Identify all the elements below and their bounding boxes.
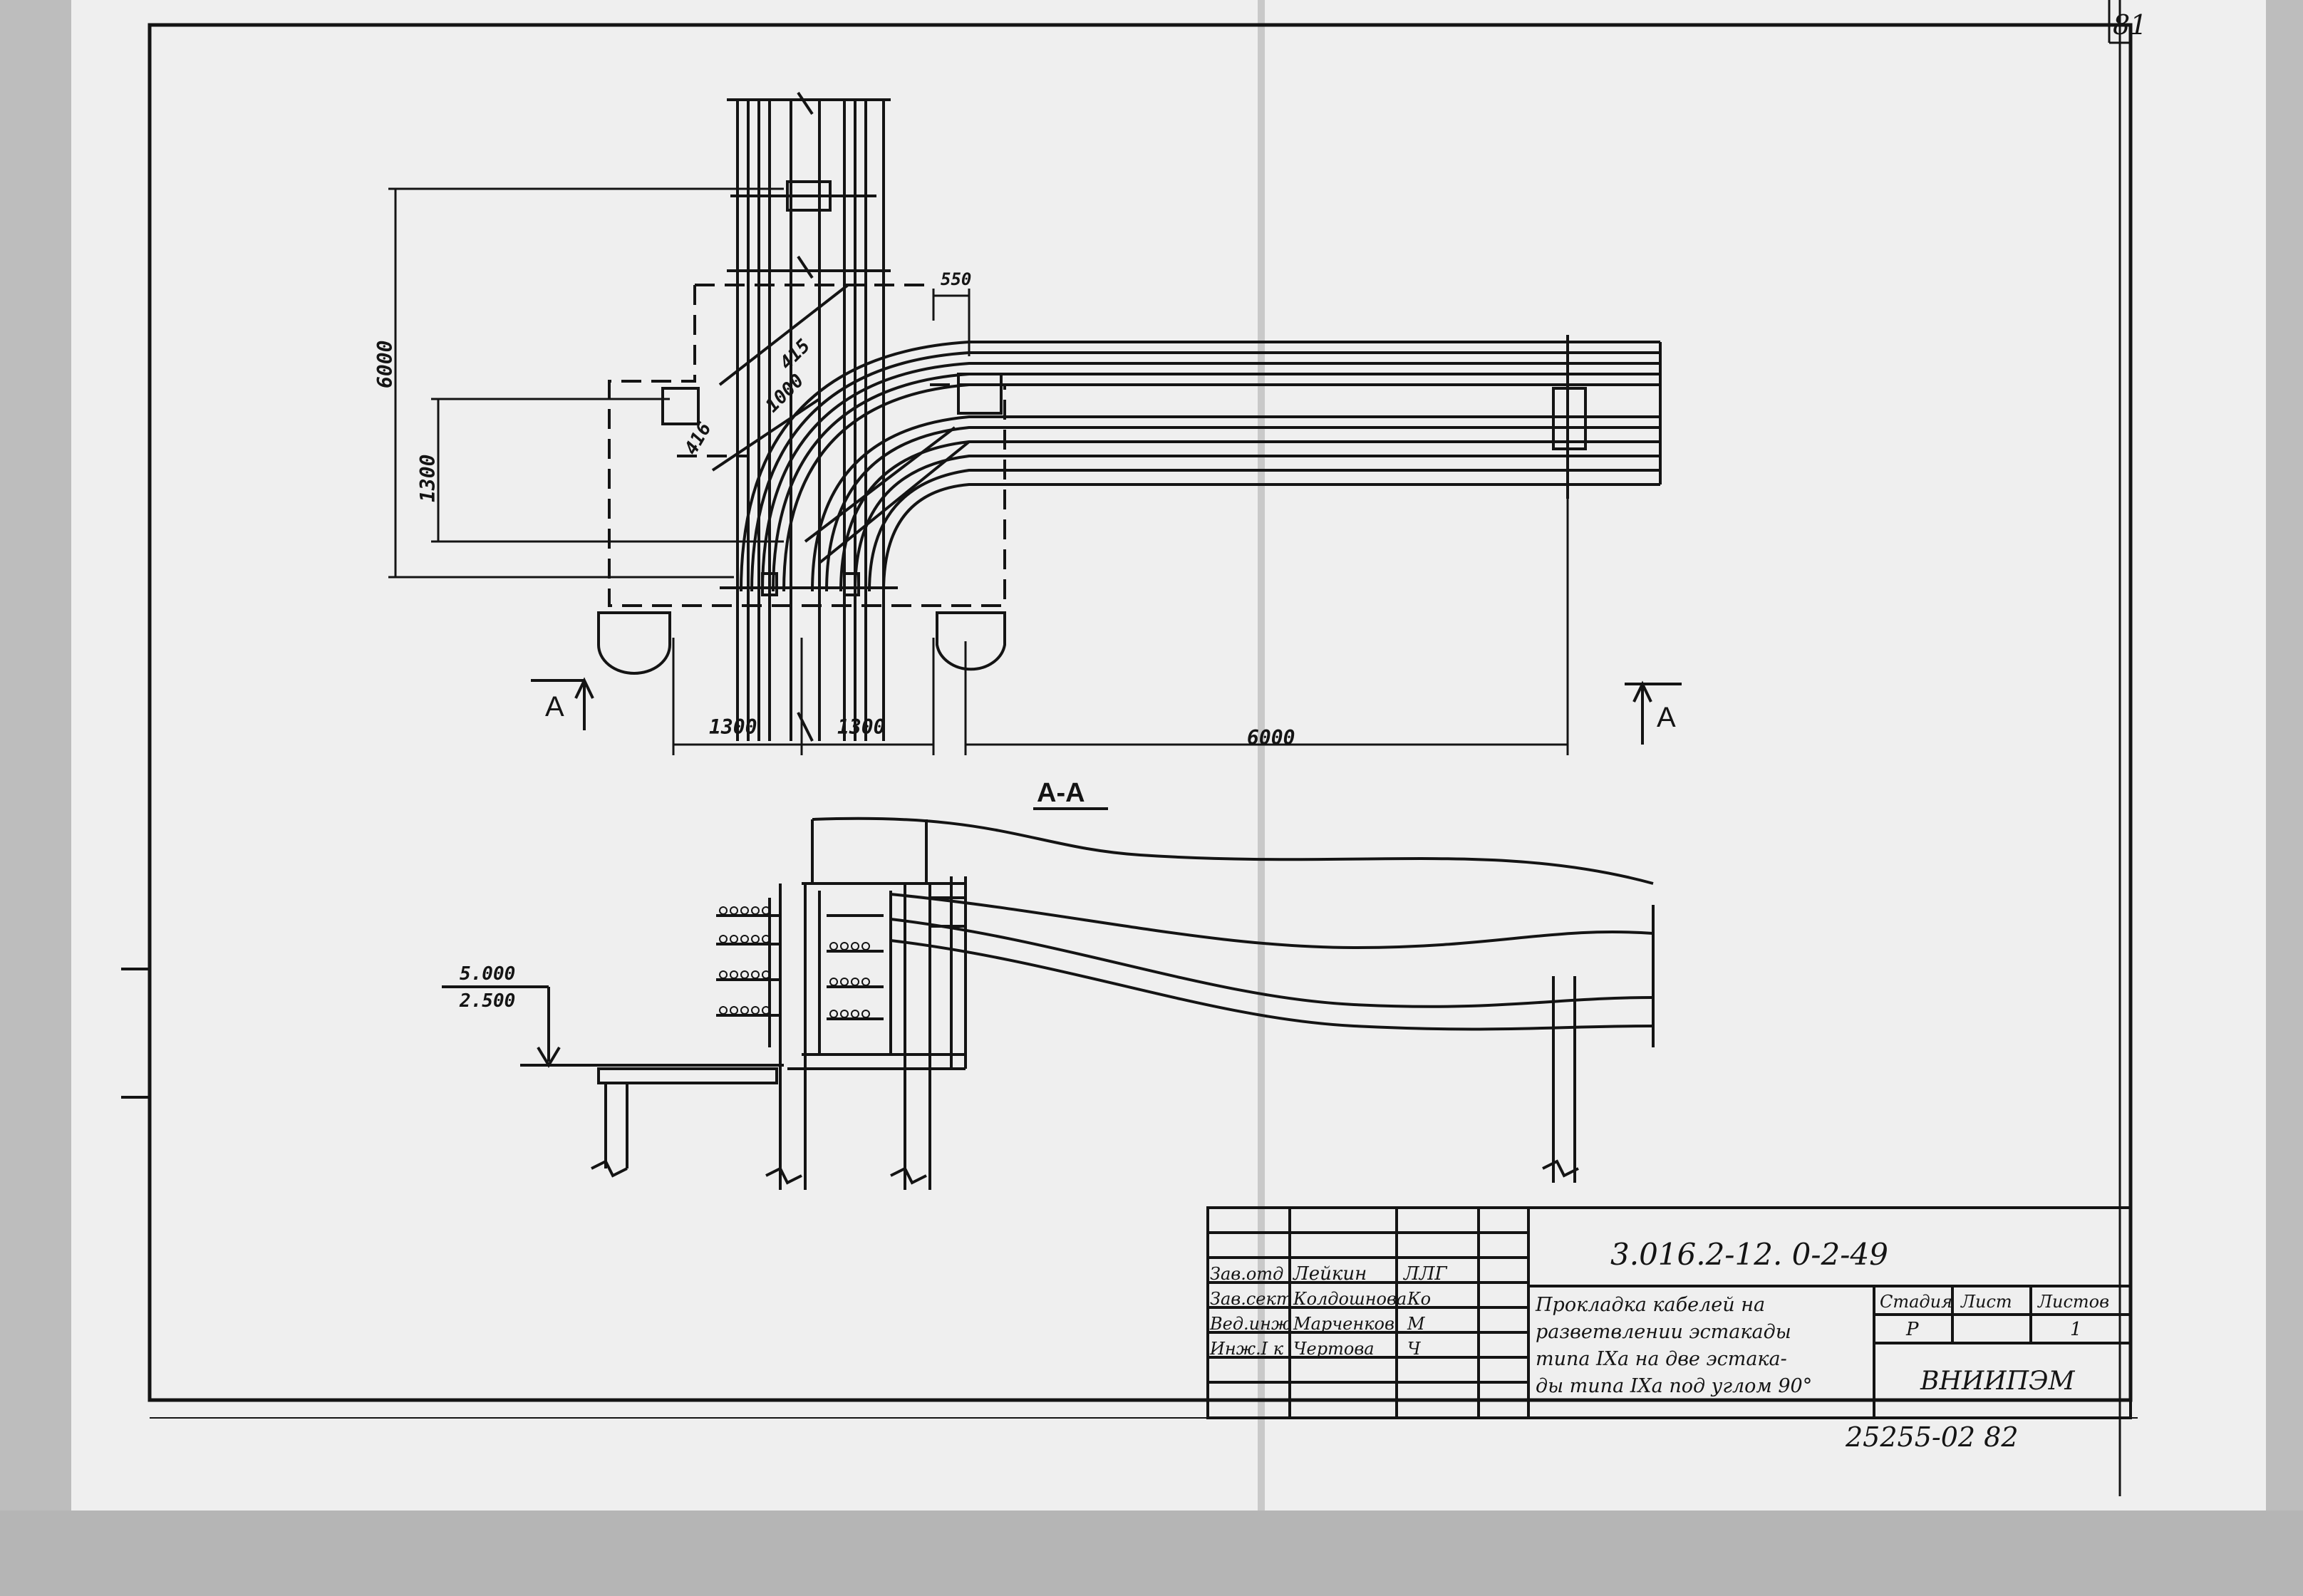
vertical-trestle (727, 91, 891, 742)
sig-role-3: Вед.инж (1209, 1314, 1291, 1334)
dim-6000-vertical: 6000 (373, 341, 397, 388)
sig-role-1: Зав.отд (1210, 1264, 1283, 1284)
ground-platform (520, 1064, 784, 1168)
paper (71, 0, 2266, 1510)
section-title: А-А (1037, 778, 1085, 808)
sig-name-4: Чертова (1293, 1339, 1375, 1359)
right-foundation (936, 611, 1006, 671)
sig-sign-2: Ко (1407, 1289, 1431, 1309)
elevation-mark (442, 985, 561, 1068)
sig-name-1: Лейкин (1292, 1263, 1367, 1285)
section-view (520, 817, 1655, 1190)
sig-sign-4: Ч (1407, 1339, 1422, 1359)
archive-number: 25255-02 82 (1845, 1421, 2019, 1453)
diagonal-beam (711, 284, 971, 564)
section-markers (531, 677, 1682, 745)
sig-sign-1: ЛЛГ (1402, 1263, 1447, 1285)
dim-1300-left: 1300 (709, 715, 757, 739)
dim-1300-vertical: 1300 (416, 455, 440, 502)
sheet-header: Лист (1960, 1292, 2012, 1312)
elevation-top: 5.000 (460, 963, 515, 985)
sheets-header: Листов (2037, 1292, 2109, 1312)
sheets-value: 1 (2070, 1319, 2082, 1340)
sig-sign-3: М (1407, 1314, 1426, 1334)
stage-value: Р (1905, 1319, 1919, 1340)
stage-header: Стадия (1880, 1292, 1952, 1312)
plan-dimensions (388, 187, 1569, 755)
page-number: 81 (2113, 9, 2147, 41)
elevation-bottom: 2.500 (459, 990, 515, 1012)
sig-role-2: Зав.сект (1210, 1289, 1293, 1309)
title-block (1206, 1206, 2132, 1419)
far-support (1552, 387, 1587, 450)
section-columns (779, 819, 1576, 1190)
cable-bundles (719, 906, 870, 1018)
dim-550: 550 (941, 269, 971, 289)
dim-6000-horizontal: 6000 (1247, 726, 1295, 750)
section-cables (812, 817, 1654, 1031)
description-line-1: Прокладка кабелей на (1535, 1294, 1765, 1316)
sig-name-3: Марченков (1293, 1314, 1394, 1334)
sig-name-2: Колдошнова (1293, 1289, 1407, 1309)
scan-bottom-shadow (0, 1510, 2303, 1596)
document-code: 3.016.2-12. 0-2-49 (1610, 1237, 1888, 1272)
section-mark-right: A (1657, 702, 1676, 733)
sig-role-4: Инж.I к (1209, 1339, 1284, 1359)
description-line-4: ды типа IXа под углом 90° (1536, 1375, 1812, 1397)
left-foundation (597, 611, 671, 675)
signature-rows: Зав.отд Лейкин ЛЛГ Зав.сект Колдошнова К… (1209, 1263, 1447, 1359)
section-mark-left: A (545, 691, 564, 722)
left-support (661, 387, 700, 425)
dim-1300-right: 1300 (837, 715, 885, 739)
drawing-frame (121, 0, 2138, 1496)
branch-support (957, 373, 1003, 415)
plan-view (597, 91, 1662, 742)
description-line-3: типа IXа на две эстака- (1536, 1348, 1787, 1370)
description-line-2: разветвлении эстакады (1536, 1321, 1791, 1343)
organization: ВНИИПЭМ (1920, 1367, 2076, 1396)
drawing-description: Прокладка кабелей на разветвлении эстака… (1535, 1294, 1812, 1397)
curved-cables (740, 341, 1660, 592)
